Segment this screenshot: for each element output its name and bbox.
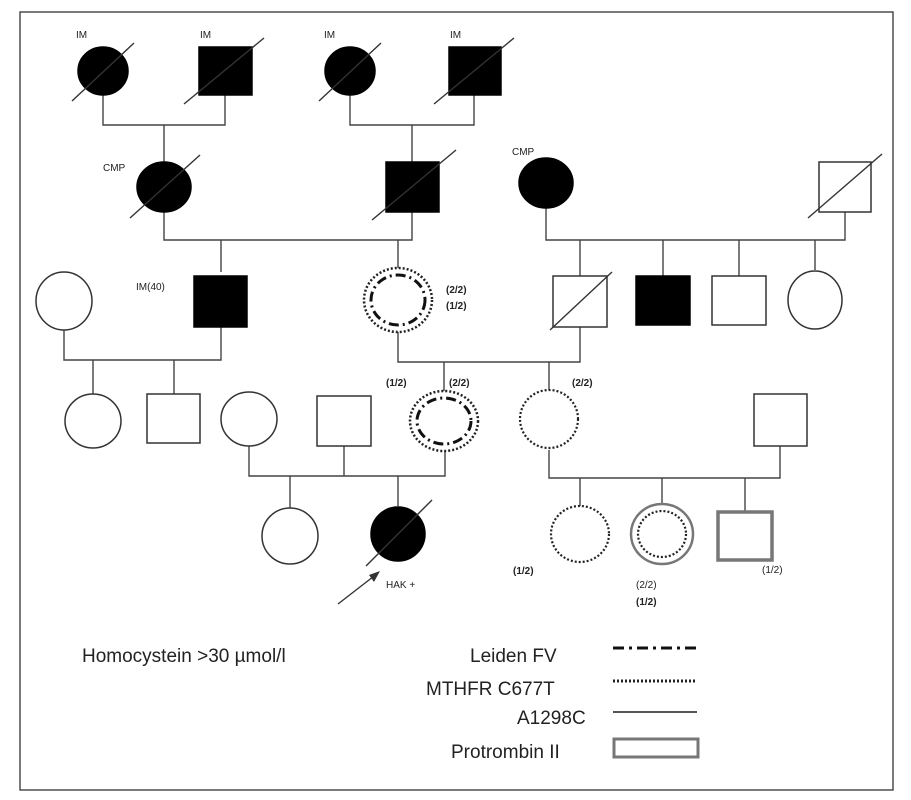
generation-2: CMP CMP [103,147,883,221]
proband-arrow-head [369,571,380,582]
label-cmp: CMP [103,163,126,174]
genotype-label: (1/2) [386,378,407,389]
label-im: IM [200,30,211,41]
carrier-female-mthfr-a1298c [629,502,695,566]
label-im: IM [450,30,461,41]
unaffected-female [261,507,319,565]
unaffected-male [753,393,808,447]
unaffected-female [64,393,122,449]
generation-3: IM(40) (2/2) (1/2) [35,266,843,334]
unaffected-male [711,275,767,326]
legend-leiden-label: Leiden FV [470,646,557,667]
deceased-slash [807,153,883,219]
carrier-male-protrombin [716,510,774,562]
legend-mthfr-label: MTHFR C677T [426,679,555,700]
carrier-female-mthfr [549,504,611,564]
deceased-slash [433,37,515,105]
unaffected-female [35,271,93,331]
genotype-label: (2/2) [449,378,470,389]
label-cmp: CMP [512,147,535,158]
deceased-slash [365,499,433,567]
carrier-female-leiden-mthfr [408,389,480,453]
legend-protrombin-label: Protrombin II [451,742,560,763]
genotype-label: (1/2) [636,597,657,608]
legend-protrombin-swatch [612,737,700,759]
affected-female [518,157,574,209]
pedigree-lines [63,95,846,512]
label-im: IM [324,30,335,41]
genotype-label: (1/2) [513,566,534,577]
genotype-label: (1/2) [446,301,467,312]
label-im: IM [76,30,87,41]
genotype-label: (1/2) [762,565,783,576]
deceased-slash [318,42,382,102]
affected-male [193,275,248,328]
genotype-label: (2/2) [446,285,467,296]
deceased-slash [71,42,135,102]
generation-5: HAK + (1/2) (2/2) (1/2) (1/2) [261,499,783,608]
unaffected-female [787,270,843,330]
generation-1: IM IM IM IM [71,30,515,105]
diagram-frame [19,11,894,791]
legend: Homocystein >30 µmol/l Leiden FV MTHFR C… [82,646,700,763]
generation-4: (1/2) (2/2) (2/2) [64,378,808,453]
carrier-female-mthfr [518,388,580,450]
deceased-slash [549,271,613,331]
label-hak: HAK + [386,580,415,591]
unaffected-male [316,395,372,447]
affected-male [385,161,440,213]
genotype-label: (2/2) [572,378,593,389]
deceased-slash [371,149,457,221]
label-im40: IM(40) [136,282,165,293]
deceased-slash [129,154,201,219]
carrier-female-leiden-mthfr [362,266,434,334]
unaffected-male [146,393,201,444]
legend-a1298c-label: A1298C [517,708,586,729]
genotype-label: (2/2) [636,580,657,591]
deceased-slash [183,37,265,105]
affected-male [635,275,691,326]
unaffected-female [220,391,278,447]
legend-homocystein: Homocystein >30 µmol/l [82,646,286,667]
